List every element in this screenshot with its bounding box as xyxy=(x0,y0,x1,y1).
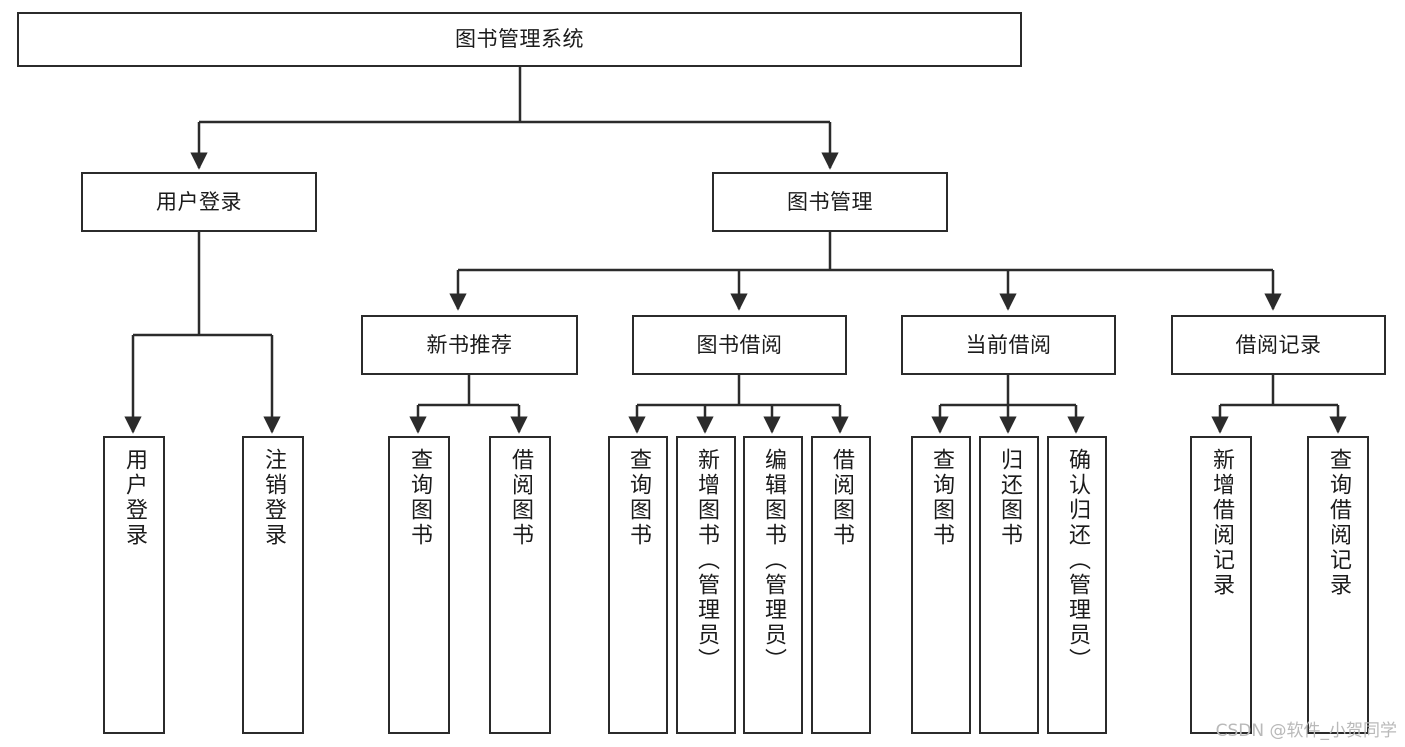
node-leaf-add-book-admin[interactable]: 新增图书（管理员） xyxy=(676,436,736,734)
node-leaf-edit-book-admin-label: 编辑图书（管理员） xyxy=(761,448,786,673)
node-leaf-query-borrow-record[interactable]: 查询借阅记录 xyxy=(1307,436,1369,734)
node-borrow-record-label: 借阅记录 xyxy=(1235,332,1322,357)
node-leaf-confirm-return-admin[interactable]: 确认归还（管理员） xyxy=(1047,436,1107,734)
csdn-watermark: CSDN @软件_小贺同学 xyxy=(1215,721,1397,741)
node-user-login[interactable]: 用户登录 xyxy=(81,172,317,232)
node-leaf-query-borrow-record-label: 查询借阅记录 xyxy=(1326,448,1351,598)
node-book-borrowing-label: 图书借阅 xyxy=(696,332,783,357)
node-borrow-record[interactable]: 借阅记录 xyxy=(1171,315,1386,375)
node-leaf-search-book-borrow[interactable]: 查询图书 xyxy=(608,436,668,734)
node-leaf-user-login-label: 用户登录 xyxy=(122,448,147,548)
node-leaf-user-login[interactable]: 用户登录 xyxy=(103,436,165,734)
node-leaf-borrow-book-new[interactable]: 借阅图书 xyxy=(489,436,551,734)
node-leaf-borrow-book-new-label: 借阅图书 xyxy=(508,448,533,548)
node-new-book-recommendation[interactable]: 新书推荐 xyxy=(361,315,578,375)
node-root-system-label: 图书管理系统 xyxy=(455,27,584,52)
node-leaf-return-book[interactable]: 归还图书 xyxy=(979,436,1039,734)
node-root-system[interactable]: 图书管理系统 xyxy=(17,12,1022,67)
node-leaf-return-book-label: 归还图书 xyxy=(997,448,1022,548)
node-new-book-recommendation-label: 新书推荐 xyxy=(426,332,513,357)
node-user-login-label: 用户登录 xyxy=(156,189,242,214)
node-leaf-search-book-borrow-label: 查询图书 xyxy=(626,448,651,548)
node-leaf-add-book-admin-label: 新增图书（管理员） xyxy=(694,448,719,673)
node-leaf-borrow-book[interactable]: 借阅图书 xyxy=(811,436,871,734)
node-leaf-search-book-new[interactable]: 查询图书 xyxy=(388,436,450,734)
node-book-management-label: 图书管理 xyxy=(787,189,873,214)
node-leaf-confirm-return-admin-label: 确认归还（管理员） xyxy=(1065,448,1090,673)
node-leaf-borrow-book-label: 借阅图书 xyxy=(829,448,854,548)
node-leaf-add-borrow-record-label: 新增借阅记录 xyxy=(1209,448,1234,598)
node-book-borrowing[interactable]: 图书借阅 xyxy=(632,315,847,375)
node-leaf-edit-book-admin[interactable]: 编辑图书（管理员） xyxy=(743,436,803,734)
node-leaf-search-book-current[interactable]: 查询图书 xyxy=(911,436,971,734)
node-current-borrowing[interactable]: 当前借阅 xyxy=(901,315,1116,375)
node-leaf-add-borrow-record[interactable]: 新增借阅记录 xyxy=(1190,436,1252,734)
node-leaf-logout-label: 注销登录 xyxy=(261,448,286,548)
node-current-borrowing-label: 当前借阅 xyxy=(965,332,1052,357)
node-book-management[interactable]: 图书管理 xyxy=(712,172,948,232)
node-leaf-logout[interactable]: 注销登录 xyxy=(242,436,304,734)
node-leaf-search-book-new-label: 查询图书 xyxy=(407,448,432,548)
node-leaf-search-book-current-label: 查询图书 xyxy=(929,448,954,548)
